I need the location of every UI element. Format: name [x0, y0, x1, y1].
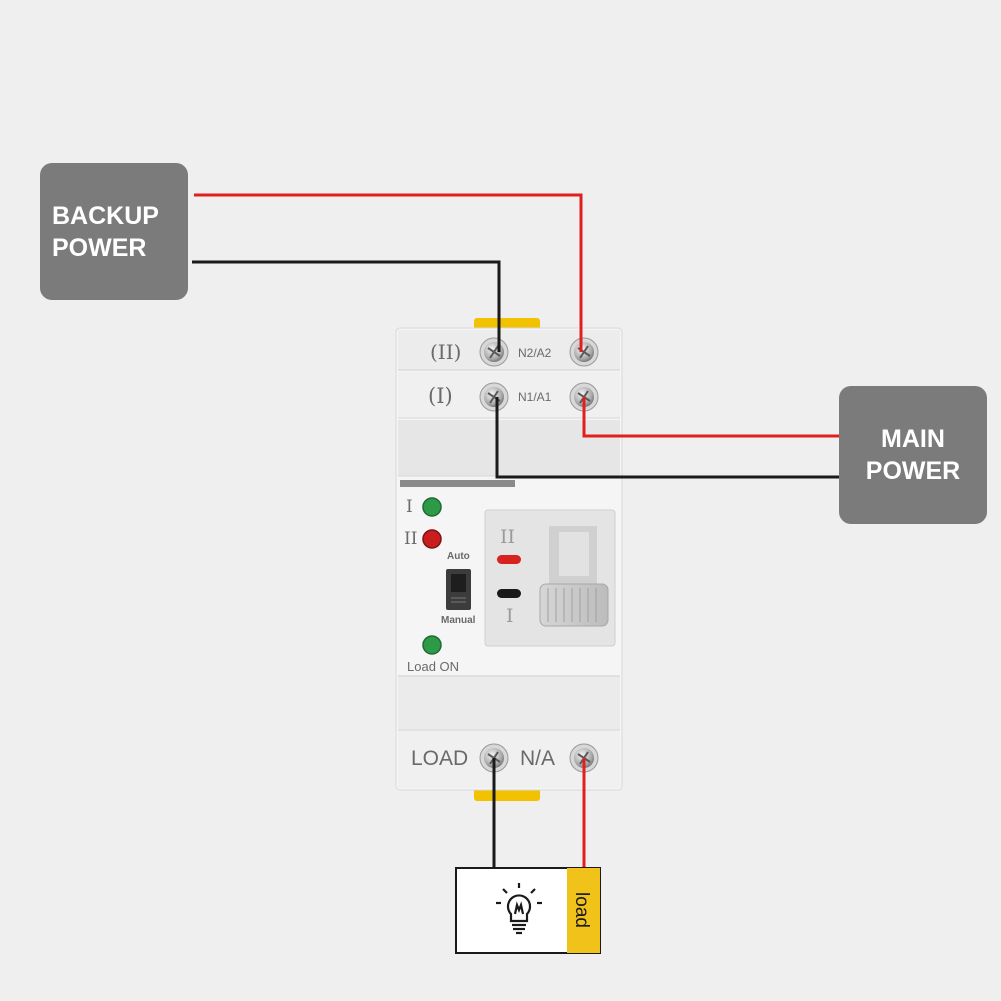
terminal-i-label: N1/A1	[518, 390, 552, 404]
mode-auto-label: Auto	[447, 551, 470, 562]
load-tag-label: load	[571, 892, 592, 928]
terminal-i-symbol: (I)	[428, 384, 453, 408]
main-power-box: MAIN POWER	[839, 386, 987, 524]
backup-power-line1: BACKUP	[52, 201, 159, 230]
terminal-ii-label: N2/A2	[518, 346, 552, 360]
mode-manual-label: Manual	[441, 615, 476, 626]
main-power-line2: POWER	[865, 457, 961, 485]
indicator-i-led	[422, 497, 442, 517]
backup-power-line2: POWER	[52, 233, 147, 262]
load-terminal-label: LOAD	[411, 747, 469, 770]
load-tag	[567, 868, 600, 953]
indicator-ii-label: II	[404, 529, 418, 549]
position-ii-marker	[497, 555, 521, 564]
light-bulb-icon	[496, 883, 542, 935]
terminal-i-neutral-screw	[479, 382, 509, 412]
terminal-ii-symbol: (II)	[430, 340, 462, 364]
main-neutral-wire	[495, 397, 839, 479]
changeover-knob[interactable]	[539, 583, 609, 627]
indicator-i-label: I	[406, 497, 413, 517]
load-on-label: Load ON	[407, 659, 460, 674]
terminal-ii-live-screw	[569, 337, 599, 367]
position-i-marker	[497, 589, 521, 598]
backup-power-box: BACKUP POWER	[40, 163, 188, 300]
backup-neutral-wire	[192, 260, 501, 352]
load-on-led	[422, 635, 442, 655]
position-ii-label: II	[500, 526, 516, 548]
na-terminal-label: N/A	[520, 747, 556, 770]
main-power-line1: MAIN	[881, 425, 945, 453]
terminal-ii-neutral-screw	[479, 337, 509, 367]
position-i-label: I	[506, 605, 514, 627]
backup-live-wire	[194, 193, 583, 352]
indicator-ii-led	[422, 529, 442, 549]
auto-manual-selector[interactable]	[446, 569, 471, 610]
main-live-wire	[582, 397, 839, 438]
